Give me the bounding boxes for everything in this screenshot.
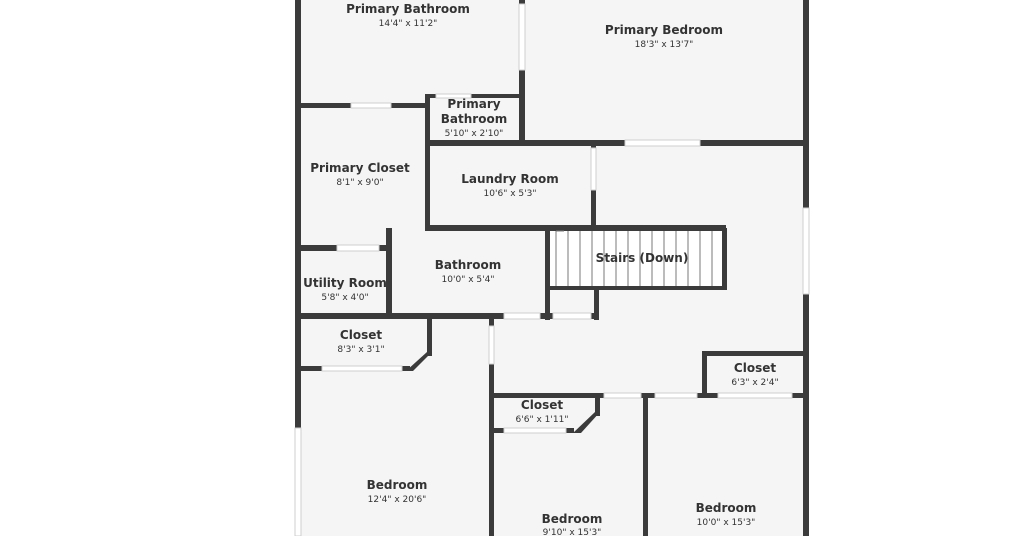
room-name: Primary (447, 97, 500, 111)
wall (425, 94, 430, 228)
room-name: Bedroom (542, 512, 603, 526)
room-name: Bedroom (367, 478, 428, 492)
room-dimensions: 8'1" x 9'0" (336, 178, 383, 188)
room-name: Bedroom (696, 501, 757, 515)
wall (425, 94, 522, 98)
stairs-graphic (550, 230, 722, 286)
window (294, 427, 302, 536)
room-dimensions: 8'3" x 3'1" (337, 345, 384, 355)
wall (298, 313, 599, 319)
room-name: Laundry Room (461, 172, 559, 186)
wall (702, 351, 707, 398)
room-dimensions: 14'4" x 11'2" (379, 19, 438, 29)
wall (573, 412, 600, 433)
window (802, 207, 810, 295)
doorway (503, 312, 541, 320)
doorway (552, 312, 592, 320)
wall (386, 228, 392, 317)
wall (425, 225, 726, 231)
room-name: Primary Bedroom (605, 23, 723, 37)
doorway (518, 3, 526, 71)
wall (643, 396, 648, 536)
room-dimensions: 10'0" x 15'3" (697, 518, 756, 528)
wall (427, 316, 432, 356)
doorway (435, 93, 472, 99)
room-name: Utility Room (303, 276, 387, 290)
doorway (624, 139, 701, 147)
wall (545, 228, 550, 320)
doorway (503, 427, 567, 434)
wall (519, 0, 525, 143)
room-dimensions: 10'6" x 5'3" (484, 189, 537, 199)
room-name: Primary Closet (310, 161, 410, 175)
wall (722, 228, 727, 290)
room-name: Closet (340, 328, 382, 342)
doorway (590, 147, 597, 191)
room-name: Primary Bathroom (346, 2, 470, 16)
doorway (488, 325, 495, 365)
room-dimensions: 5'10" x 2'10" (445, 129, 504, 139)
room-dimensions: 6'6" x 1'11" (516, 415, 569, 425)
room-dimensions: 18'3" x 13'7" (635, 40, 694, 50)
wall (425, 140, 809, 146)
doorway (321, 365, 403, 372)
stairs-box (550, 231, 722, 286)
wall (406, 352, 432, 371)
doorway (717, 392, 793, 399)
openings (294, 3, 810, 536)
wall (594, 286, 599, 320)
doorway (603, 392, 642, 399)
room-name: Closet (734, 361, 776, 375)
room-dimensions: 12'4" x 20'6" (368, 495, 427, 505)
room-labels: Primary Bathroom 14'4" x 11'2" Primary B… (303, 2, 778, 536)
room-dimensions: 10'0" x 5'4" (442, 275, 495, 285)
room-name: Bathroom (441, 112, 507, 126)
doorway (654, 392, 698, 399)
room-name: Bathroom (435, 258, 501, 272)
wall (295, 0, 301, 536)
wall (489, 316, 494, 536)
room-name: Closet (521, 398, 563, 412)
wall (702, 351, 809, 356)
room-dimensions: 9'10" x 15'3" (543, 528, 602, 536)
wall (595, 396, 600, 416)
room-dimensions: 5'8" x 4'0" (321, 293, 368, 303)
doorway (350, 102, 392, 109)
room-name: Stairs (Down) (596, 251, 689, 265)
doorway (336, 244, 380, 252)
wall (548, 286, 727, 290)
room-dimensions: 6'3" x 2'4" (731, 378, 778, 388)
wall (492, 393, 809, 398)
